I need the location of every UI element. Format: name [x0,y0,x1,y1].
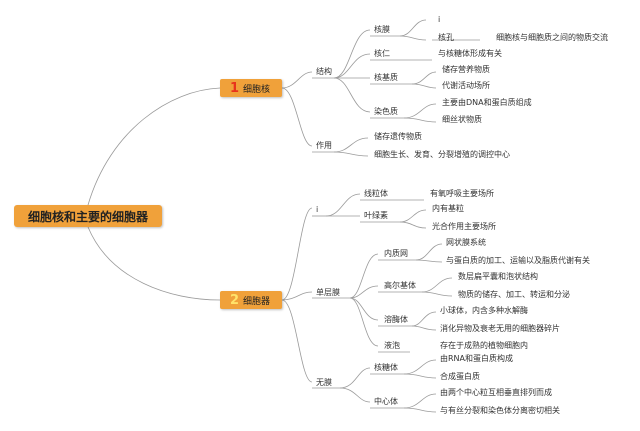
node-er[interactable]: 内质网 [384,249,408,258]
node-chromatin[interactable]: 染色质 [374,107,398,116]
node-double-membrane[interactable]: i [316,205,319,214]
link-root-branch2 [87,226,221,301]
node-membrane[interactable]: 核膜 [374,25,390,34]
node-mitochondria-detail[interactable]: 有氧呼吸主要场所 [430,189,494,198]
node-nuclear-pore-detail[interactable]: 细胞核与细胞质之间的物质交流 [496,33,608,42]
node-structure[interactable]: 结构 [316,67,332,76]
link-b1-structure [281,71,313,89]
node-matrix-detail[interactable]: 代谢活动场所 [442,81,490,90]
node-function-detail[interactable]: 储存遗传物质 [374,132,422,141]
node-chromatin-detail[interactable]: 细丝状物质 [442,115,482,124]
link-structure-nucleolus [333,53,371,79]
node-chloroplast[interactable]: 叶绿素 [364,211,388,220]
root-topic[interactable]: 细胞核和主要的细胞器 [14,205,162,227]
node-single-membrane[interactable]: 单层膜 [316,288,340,297]
link-structure-membrane [333,29,371,79]
link-b2-single [281,291,313,301]
node-lysosome-detail[interactable]: 小球体，内含多种水解酶 [440,306,528,315]
branch-number: 1 [230,80,240,96]
node-no-membrane[interactable]: 无膜 [316,378,332,387]
node-mitochondria[interactable]: 线粒体 [364,189,388,198]
node-matrix-detail[interactable]: 储存营养物质 [442,65,490,74]
node-centriole[interactable]: 中心体 [374,397,398,406]
node-function-detail[interactable]: 细胞生长、发育、分裂增殖的调控中心 [374,150,510,159]
node-ribosome-detail[interactable]: 由RNA和蛋白质构成 [440,354,514,363]
branch-title: 细胞器 [243,296,271,307]
node-lysosome-detail[interactable]: 消化异物及衰老无用的细胞器碎片 [440,324,560,333]
branch-nucleus[interactable]: 1 细胞核 [220,79,282,97]
node-er-detail[interactable]: 网状膜系统 [446,238,486,247]
node-function[interactable]: 作用 [316,141,332,150]
node-nuclear-pore[interactable]: 核孔 [438,33,454,42]
node-golgi[interactable]: 高尔基体 [384,281,416,290]
node-chloroplast-detail[interactable]: 光合作用主要场所 [432,222,496,231]
node-golgi-detail[interactable]: 数层扁平囊和泡状结构 [458,272,538,281]
branch-organelles[interactable]: 2 细胞器 [220,291,282,309]
node-vacuole[interactable]: 液泡 [384,341,400,350]
node-nucleolus[interactable]: 核仁 [374,49,390,58]
link-structure-chromatin [333,77,371,113]
node-centriole-detail[interactable]: 与有丝分裂和染色体分离密切相关 [440,406,560,415]
link-b2-none [281,299,313,383]
node-nuclear-matrix[interactable]: 核基质 [374,73,398,82]
node-ribosome-detail[interactable]: 合成蛋白质 [440,372,480,381]
node-lysosome[interactable]: 溶酶体 [384,315,408,324]
link-b2-double [281,207,313,301]
node-membrane-detail[interactable]: i [438,15,441,24]
link-root-branch1 [87,87,221,206]
branch-number: 2 [230,292,240,308]
node-centriole-detail[interactable]: 由两个中心粒互相垂直排列而成 [440,388,552,397]
node-nucleolus-detail[interactable]: 与核糖体形成有关 [438,49,502,58]
node-chloroplast-detail[interactable]: 内有基粒 [432,204,464,213]
branch-title: 细胞核 [243,84,271,95]
node-chromatin-detail[interactable]: 主要由DNA和蛋白质组成 [442,98,532,107]
node-vacuole-detail[interactable]: 存在于成熟的植物细胞内 [440,341,528,350]
node-ribosome[interactable]: 核糖体 [374,363,398,372]
link-b1-function [281,87,313,147]
node-er-detail[interactable]: 与蛋白质的加工、运输以及脂质代谢有关 [446,256,590,265]
node-golgi-detail[interactable]: 物质的储存、加工、转运和分泌 [458,290,570,299]
